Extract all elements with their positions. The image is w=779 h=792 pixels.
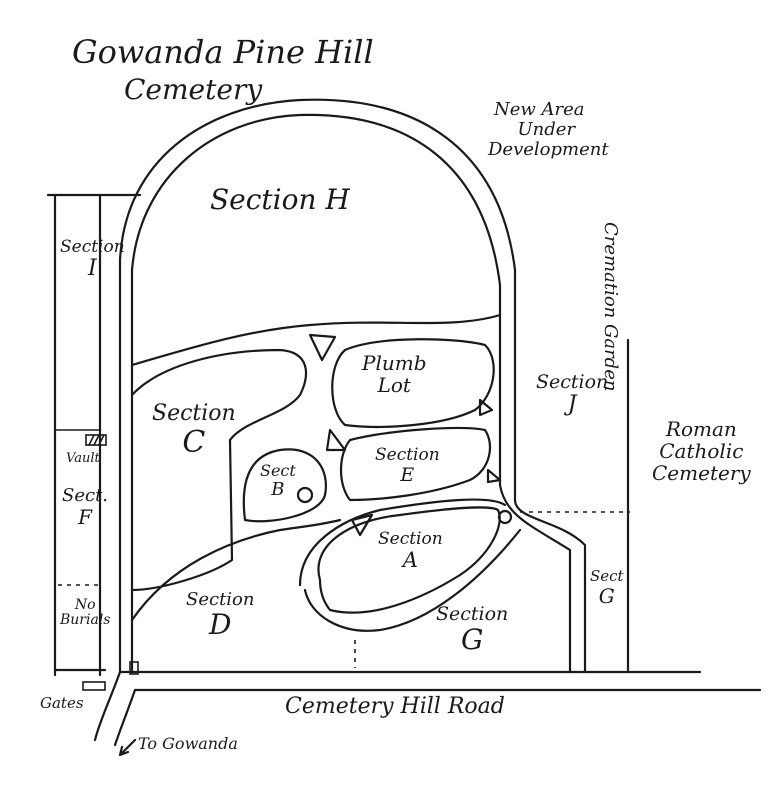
gate-symbol-left: [82, 681, 106, 691]
traffic-island-1: [308, 333, 337, 362]
section-c-boundary: [130, 348, 308, 592]
section-a-boundary: [317, 506, 501, 614]
section-b-boundary: [242, 448, 327, 523]
vault-label: Vault: [66, 451, 100, 466]
traffic-island-3: [478, 398, 494, 417]
traffic-island-2: [325, 428, 347, 452]
section-h-label: Section H: [210, 183, 350, 216]
road-label: Cemetery Hill Road: [285, 694, 505, 719]
vault-symbol: [85, 434, 107, 446]
section-h-boundary: [130, 313, 502, 367]
road-west-edge-2: [113, 688, 137, 747]
traffic-island-5: [350, 513, 374, 537]
section-g-main-label: Section G: [436, 603, 509, 656]
section-a-label: Section A: [378, 529, 443, 572]
gates-label: Gates: [40, 694, 84, 712]
section-i-label: Section I: [60, 237, 125, 281]
section-e-boundary: [340, 426, 492, 502]
to-gowanda-arrow: [118, 738, 137, 757]
road-west-edge: [93, 670, 122, 742]
outer-loop-road-inner: [130, 113, 572, 674]
map-title-line2: Cemetery: [124, 73, 263, 106]
outer-loop-road-outer: [118, 98, 587, 674]
section-a-outer-road: [298, 498, 507, 587]
traffic-island-4: [486, 468, 502, 484]
section-g-side-label: Sect G: [590, 567, 624, 608]
no-burials-label: No Burials: [60, 597, 111, 629]
section-a-lower-road: [303, 528, 522, 632]
section-b-label: Sect B: [260, 461, 296, 500]
new-area-label: New Area Under Development: [488, 99, 609, 160]
roman-catholic-cemetery-label: Roman Catholic Cemetery: [652, 417, 751, 485]
cremation-garden-label: Cremation Garden: [599, 222, 621, 392]
monument-circle-a: [497, 509, 513, 525]
section-f-label: Sect. F: [62, 485, 109, 529]
section-e-label: Section E: [375, 445, 440, 486]
vault-hatch: [88, 434, 105, 446]
section-j-label: Section J: [536, 371, 609, 417]
plumb-lot-boundary: [331, 338, 495, 428]
gate-symbol-right: [129, 661, 139, 675]
monument-circle-b: [296, 486, 314, 504]
plumb-lot-label: Plumb Lot: [362, 351, 427, 397]
to-gowanda-label: To Gowanda: [138, 734, 238, 753]
section-c-label: Section C: [152, 401, 236, 461]
map-title-line1: Gowanda Pine Hill: [72, 33, 374, 71]
section-d-label: Section D: [186, 589, 255, 641]
section-d-boundary: [130, 518, 342, 622]
